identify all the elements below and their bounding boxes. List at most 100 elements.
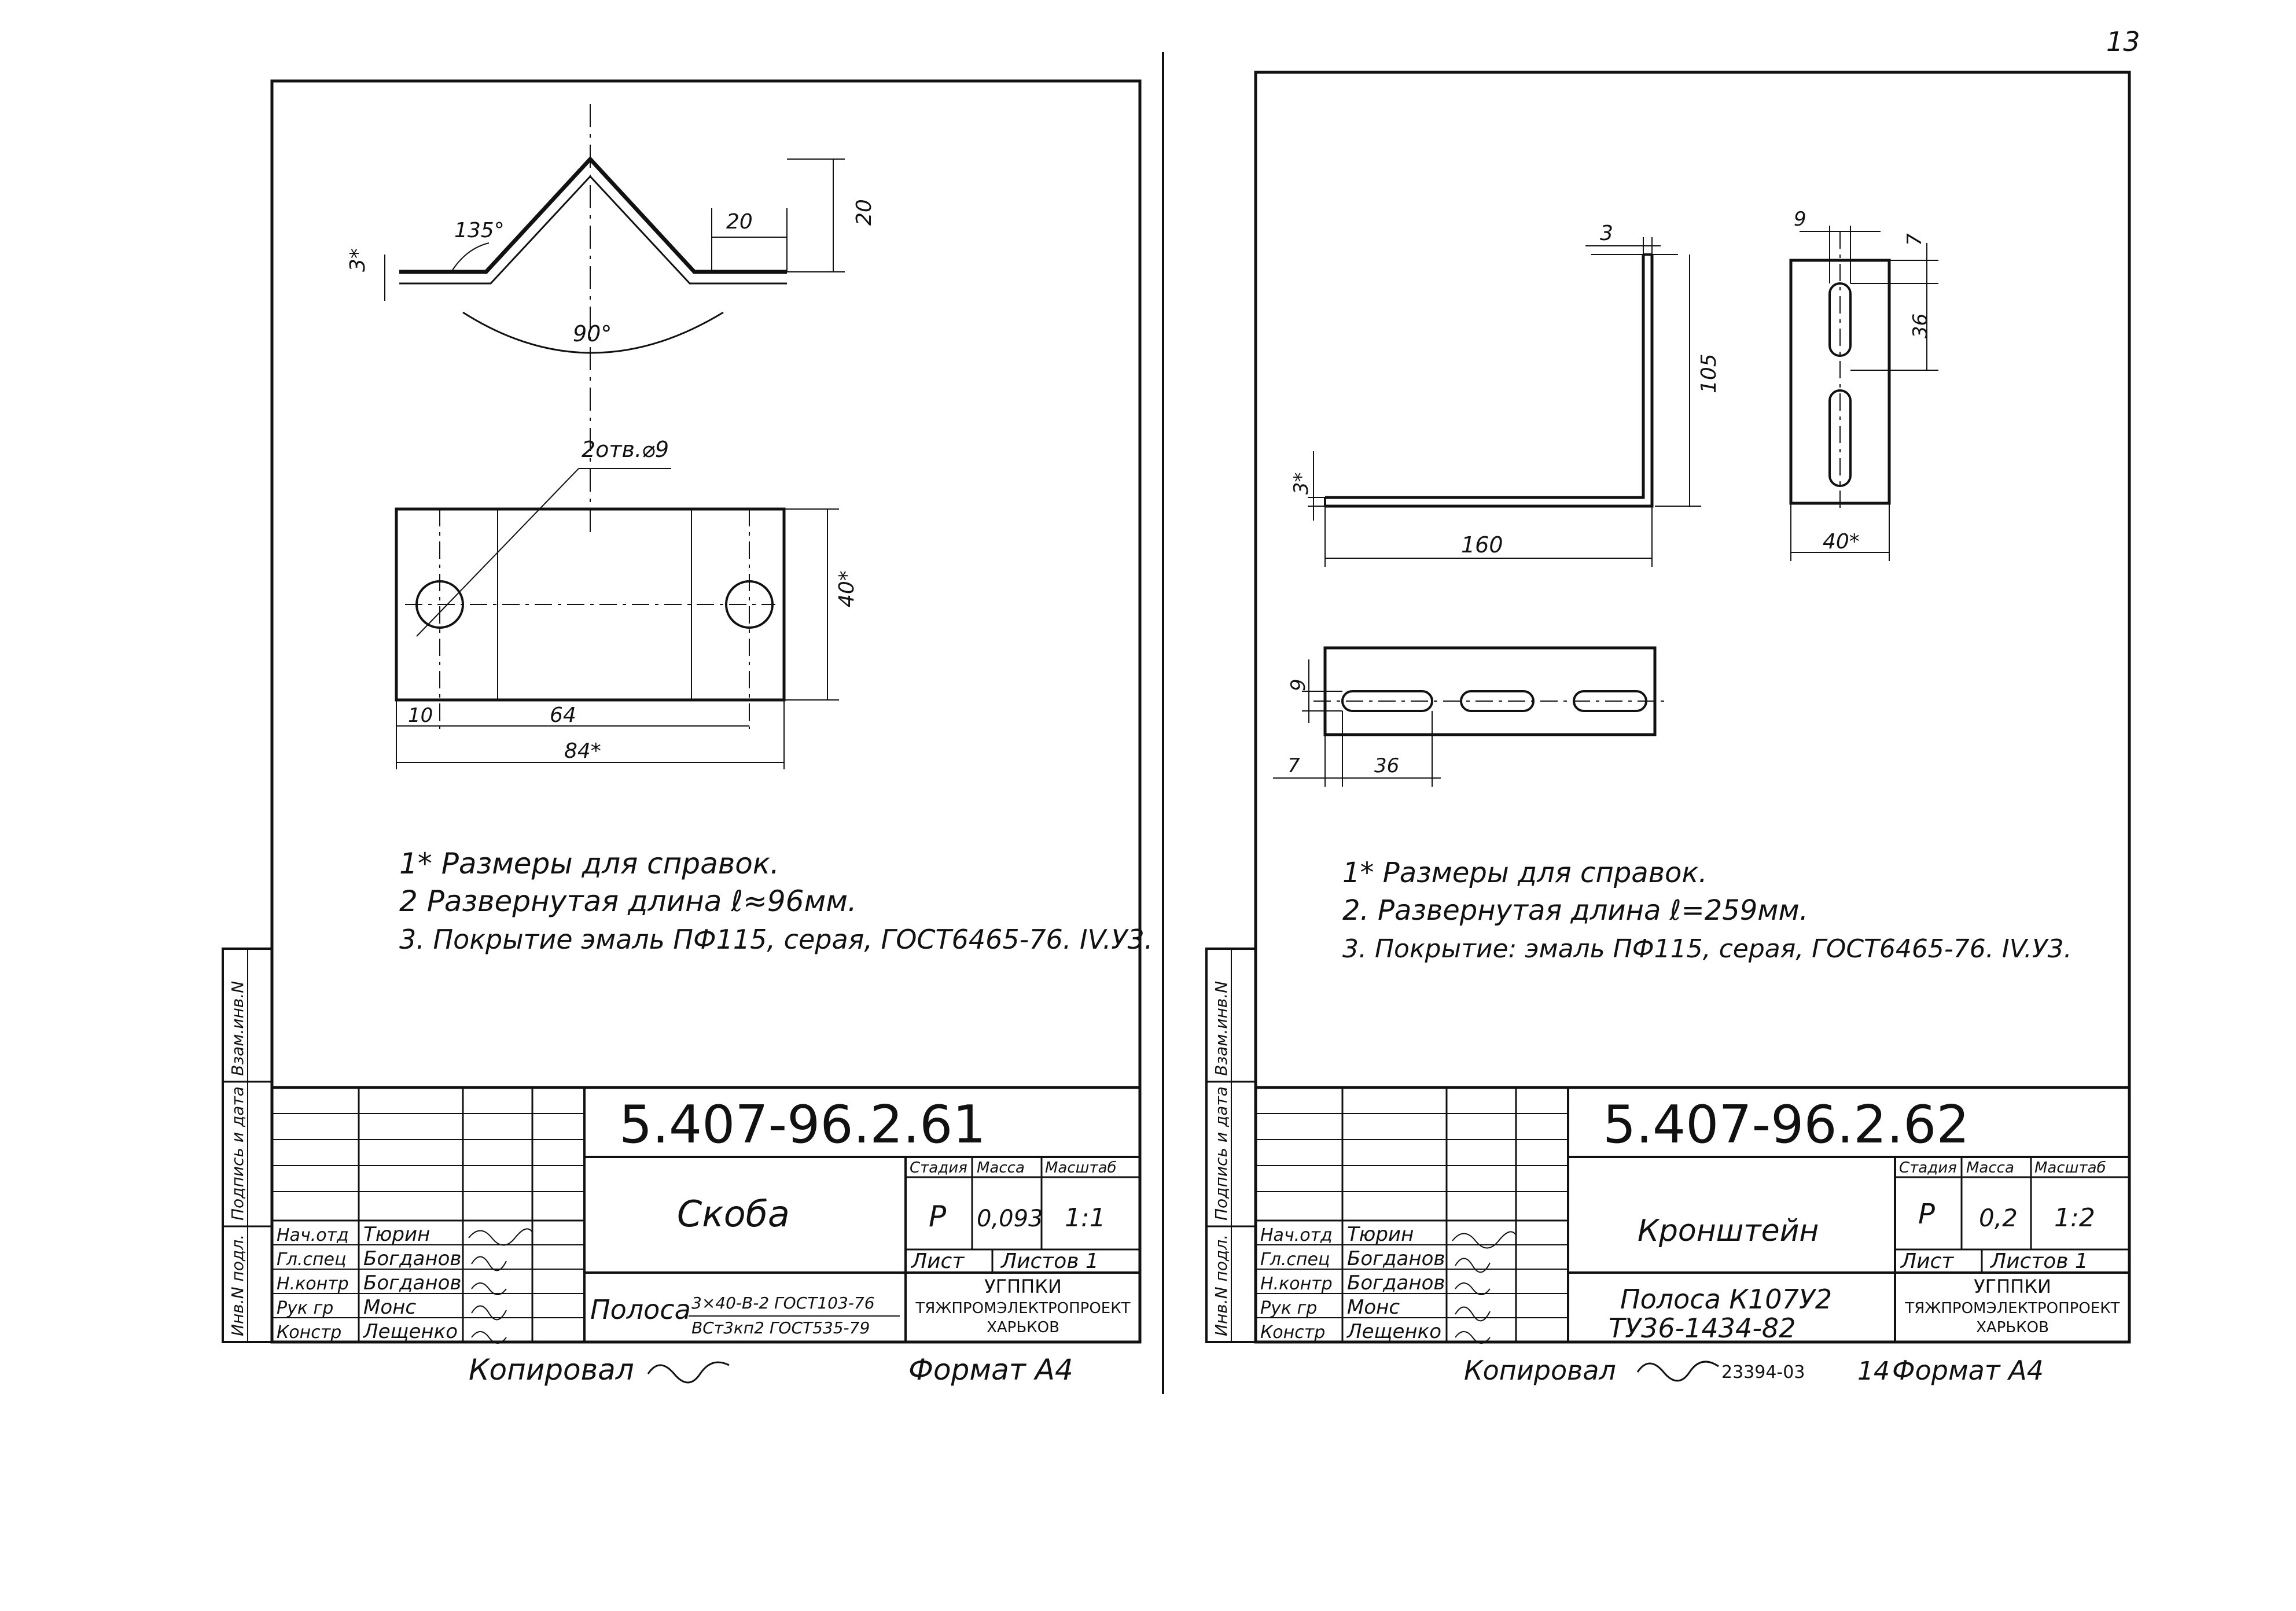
slot (1341, 690, 1433, 712)
signer-name-4: Монс (1347, 1296, 1400, 1319)
footer-copied: Копировал (469, 1353, 634, 1387)
scale-value: 1:2 (2054, 1203, 2095, 1233)
dim-width: 40* (835, 570, 859, 607)
dim-length: 160 (1461, 532, 1503, 558)
hdr-sheet: Лист (1900, 1249, 1954, 1273)
signer-role-4: Рук гр (1260, 1298, 1317, 1318)
dim-slot-offset: 7 (1903, 233, 1926, 246)
signature-mark (1455, 1258, 1491, 1273)
signer-role-1: Нач.отд (1260, 1225, 1333, 1245)
side-label-sign: Подпись и дата (1212, 1086, 1231, 1221)
dim-holes: 2отв.⌀9 (582, 437, 669, 462)
dim-slot-pitch: 36 (1909, 314, 1932, 338)
signer-name-2: Богданов (363, 1247, 461, 1270)
hole-left (415, 580, 464, 629)
dim-thickness-top: 3 (1600, 222, 1613, 245)
leg-plan-view: 9 7 36 40* (1789, 208, 1938, 561)
plate-plan: 2отв.⌀9 40* 10 64 84* (395, 437, 859, 769)
signature-mark (1452, 1231, 1517, 1249)
org-line-2: ТЯЖПРОМЭЛЕКТРОПРОЕКТ (1904, 1300, 2120, 1317)
footer-extra: 23394-03 (1721, 1362, 1805, 1383)
drawing-code: 5.407-96.2.61 (619, 1094, 986, 1155)
mass-value: 0,2 (1979, 1204, 2018, 1232)
signer-name-1: Тюрин (1347, 1223, 1414, 1246)
signature-mark (471, 1331, 507, 1344)
dim-length: 84* (564, 739, 601, 763)
dim-base-pitch: 36 (1374, 754, 1399, 777)
signature-mark (471, 1305, 507, 1321)
signer-name-1: Тюрин (363, 1223, 430, 1246)
note-2: 2. Развернутая длина ℓ=259мм. (1342, 894, 1808, 927)
note-2: 2 Развернутая длина ℓ≈96мм. (399, 884, 857, 918)
side-label-sign: Подпись и дата (228, 1086, 247, 1221)
signature-mark (1455, 1331, 1491, 1344)
note-1: 1* Размеры для справок. (399, 847, 779, 880)
dim-height: 105 (1697, 353, 1721, 393)
base-plan-view: 9 7 36 (1273, 646, 1666, 787)
notes: 1* Размеры для справок. 2 Развернутая дл… (399, 847, 1153, 955)
part-title: Скоба (677, 1193, 790, 1235)
hdr-stage: Стадия (1899, 1159, 1957, 1177)
hdr-sheets-total: Листов 1 (1989, 1249, 2088, 1273)
signer-role-3: Н.контр (277, 1274, 349, 1294)
signer-name-3: Богданов (363, 1271, 461, 1295)
footer-format: Формат А4 (1892, 1355, 2044, 1386)
hdr-mass: Масса (1966, 1159, 2014, 1177)
dim-pitch: 64 (550, 703, 576, 727)
side-label-inv: Инв.N подл. (228, 1234, 247, 1336)
side-label-inv: Инв.N подл. (1212, 1234, 1231, 1336)
signer-role-5: Констр (277, 1322, 341, 1343)
hdr-sheet: Лист (910, 1249, 965, 1273)
dim-base-slot-width: 9 (1287, 679, 1310, 691)
hole-right (725, 580, 774, 629)
signature-mark (1636, 1361, 1719, 1382)
signer-role-4: Рук гр (277, 1298, 333, 1318)
title-block: Нач.отд Тюрин Гл.спец Богданов Н.контр Б… (270, 1086, 1142, 1344)
note-3: 3. Покрытие эмаль ПФ115, серая, ГОСТ6465… (399, 924, 1153, 955)
dim-base-offset: 7 (1287, 754, 1300, 777)
signer-name-5: Лещенко (1346, 1320, 1441, 1343)
signature-mark (471, 1282, 507, 1295)
side-label-replace: Взам.инв.N (1212, 981, 1231, 1076)
material-label: Полоса (590, 1294, 691, 1325)
signer-name-5: Лещенко (362, 1320, 458, 1343)
signer-role-2: Гл.спец (1260, 1249, 1330, 1270)
drawing-code: 5.407-96.2.62 (1603, 1094, 1970, 1155)
org-line-1: УГППКИ (1974, 1275, 2051, 1297)
dim-angle-135: 135° (454, 219, 505, 242)
hdr-scale: Масштаб (1045, 1159, 1117, 1177)
material-line-2: ВСт3кп2 ГОСТ535-79 (691, 1318, 870, 1337)
dim-flange: 20 (726, 210, 753, 234)
note-1: 1* Размеры для справок. (1342, 857, 1708, 889)
slot (1828, 282, 1852, 357)
dim-edge: 10 (408, 704, 433, 727)
title-block: Нач.отд Тюрин Гл.спец Богданов Н.контр Б… (1254, 1086, 2131, 1344)
material-line-1: 3×40-В-2 ГОСТ103-76 (691, 1293, 875, 1313)
dim-leg-width: 40* (1823, 530, 1860, 554)
bracket-profile: 3* 135° 20 20 90° (346, 104, 876, 538)
dim-slot-width: 9 (1794, 208, 1806, 231)
org-line-3: ХАРЬКОВ (1976, 1319, 2049, 1336)
signature-mark (647, 1361, 730, 1384)
hdr-mass: Масса (977, 1159, 1025, 1177)
signature-mark (1455, 1306, 1491, 1322)
bracket-side-view: 3 105 3* 160 (1290, 222, 1721, 567)
signer-role-5: Констр (1260, 1322, 1325, 1343)
note-3: 3. Покрытие: эмаль ПФ115, серая, ГОСТ646… (1342, 934, 2072, 964)
slot (1828, 389, 1852, 487)
sheet-left: Инв.N подл. Подпись и дата Взам.инв.N 3*… (222, 79, 1153, 1387)
mass-value: 0,093 (977, 1206, 1043, 1232)
signature-mark (471, 1256, 507, 1271)
signer-name-4: Монс (363, 1296, 416, 1319)
signature-mark (468, 1228, 533, 1246)
material-line-1: Полоса К107У2 (1620, 1284, 1832, 1315)
side-strip: Инв.N подл. Подпись и дата Взам.инв.N (222, 948, 273, 1343)
hdr-sheets-total: Листов 1 (1000, 1249, 1099, 1273)
sheet-right: Инв.N подл. Подпись и дата Взам.инв.N 3 … (1205, 71, 2131, 1386)
footer-copied: Копировал (1464, 1355, 1616, 1386)
scale-value: 1:1 (1065, 1203, 1106, 1233)
org-line-1: УГППКИ (984, 1275, 1062, 1297)
signer-role-3: Н.контр (1260, 1274, 1333, 1294)
signer-name-2: Богданов (1347, 1247, 1445, 1270)
